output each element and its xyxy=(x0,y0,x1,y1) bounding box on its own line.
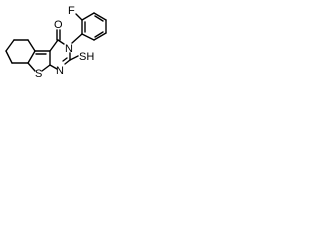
s-c7-bond xyxy=(27,62,36,72)
thiophene-sulfur-label: S xyxy=(35,68,42,80)
n-aryl-bond xyxy=(71,33,83,44)
c-f-bond xyxy=(75,13,83,21)
cyclohexene-bond xyxy=(5,50,13,64)
fluorophenyl-ring xyxy=(75,12,107,41)
thiophene-ring xyxy=(27,50,51,72)
c2-n1-bond xyxy=(64,59,71,65)
molecule-structure: O F N SH N S xyxy=(0,0,129,115)
pyrimidinone-ring xyxy=(49,29,79,70)
phenyl-bond xyxy=(81,12,95,21)
molecule-drawing: O F N SH N S xyxy=(5,5,107,80)
nitrogen-n3-label: N xyxy=(65,43,73,55)
phenyl-double-bond xyxy=(94,15,104,22)
c2-n1-double-bond xyxy=(62,57,68,62)
fluorine-label: F xyxy=(68,5,75,17)
phenyl-bond xyxy=(93,12,107,21)
cyclohexene-bond xyxy=(5,39,15,52)
phenyl-bond xyxy=(81,33,95,41)
c4-n3-bond xyxy=(57,39,65,45)
oxygen-label: O xyxy=(54,19,63,31)
c4a-c4-bond xyxy=(49,39,59,52)
phenyl-bond xyxy=(93,32,107,41)
nitrogen-n1-label: N xyxy=(56,65,64,77)
cyclohexene-ring xyxy=(5,39,36,64)
phenyl-double-bond xyxy=(94,31,104,38)
cyclohexene-bond xyxy=(27,39,36,52)
c7-c3-bond xyxy=(27,50,36,64)
thiol-label: SH xyxy=(79,51,94,63)
c7a-s-bond xyxy=(41,64,51,72)
c-s-bond xyxy=(69,55,79,61)
n1-c7a-bond xyxy=(49,64,58,70)
